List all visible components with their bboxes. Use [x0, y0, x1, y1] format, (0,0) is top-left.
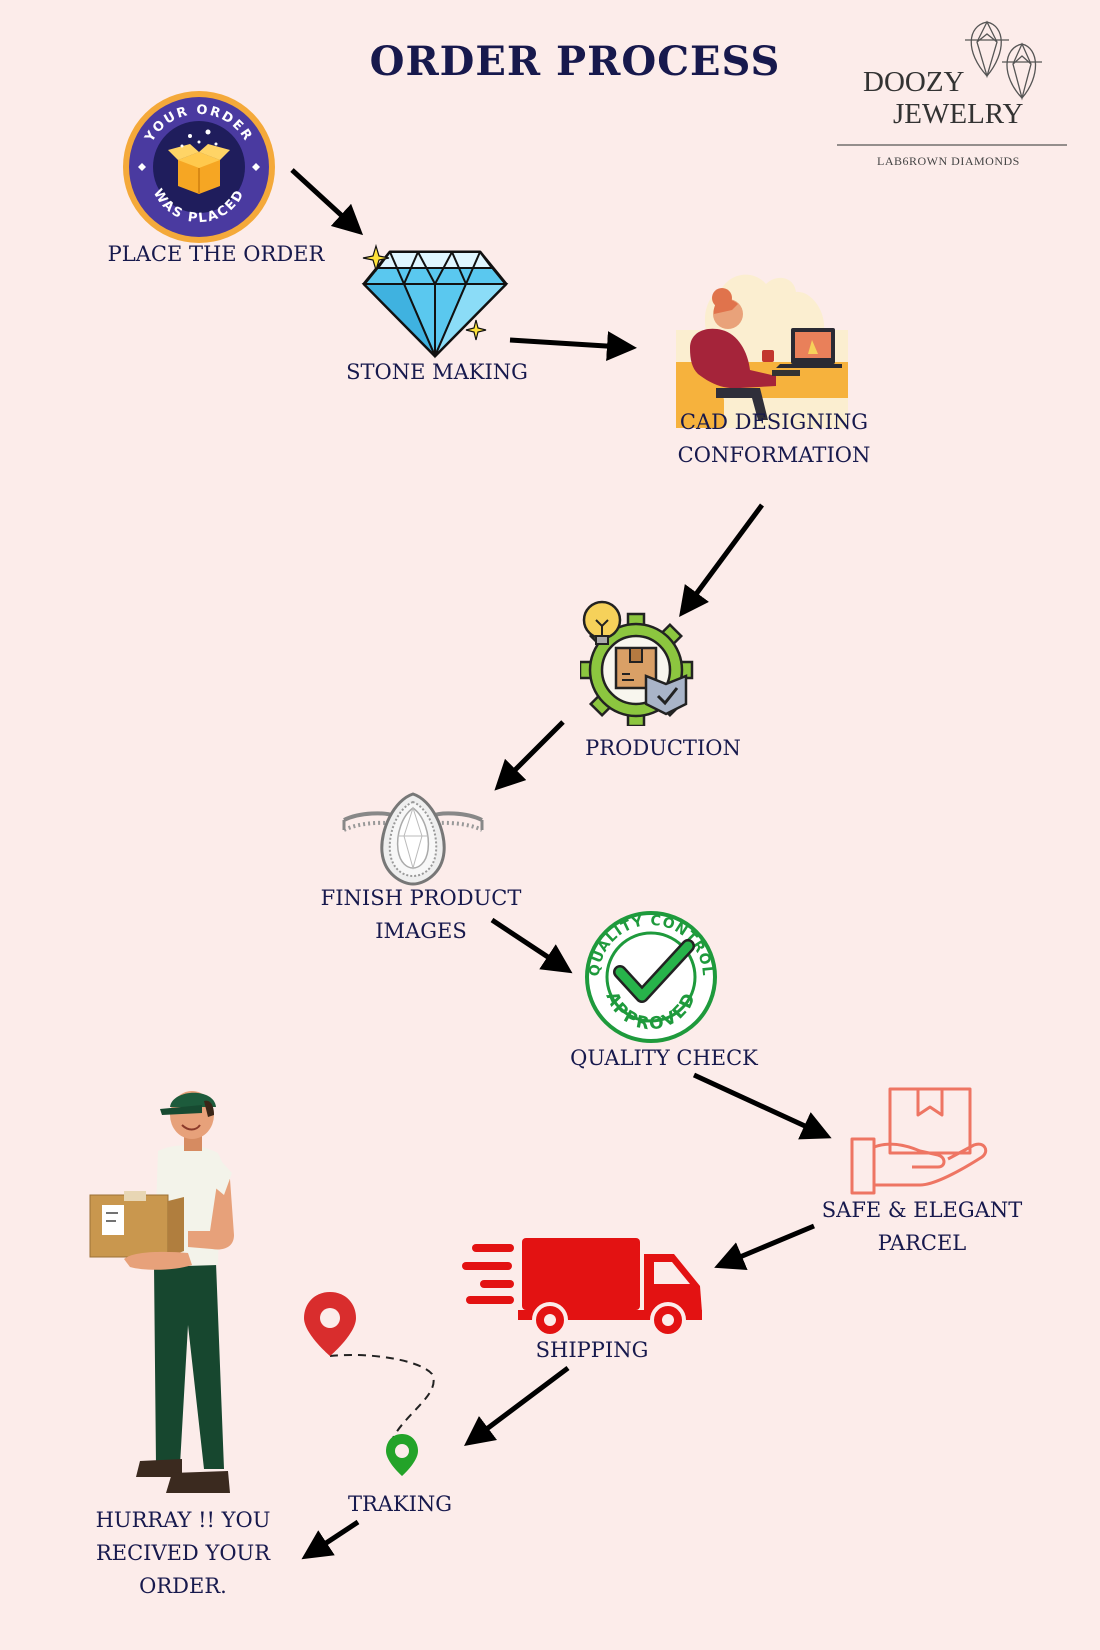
step-label-finish-product-line2: IMAGES: [375, 919, 467, 943]
delivery-man-icon: [89, 1091, 234, 1493]
step-label-tracking: TRAKING: [347, 1492, 453, 1516]
order-placed-badge-icon: YOUR ORDER WAS PLACED: [123, 91, 275, 243]
step-label-received-line2: RECIVED YOUR: [95, 1541, 271, 1565]
step-label-place-order: PLACE THE ORDER: [107, 242, 325, 266]
arrow-9: [301, 1519, 360, 1560]
step-label-quality-check: QUALITY CHECK: [570, 1046, 758, 1070]
quality-approved-icon: QUALITY CONTROL APPROVED: [585, 911, 717, 1043]
red-location-pin-icon: [304, 1292, 356, 1356]
parcel-hand-icon: [850, 1087, 988, 1195]
arrow-3: [679, 503, 765, 618]
step-label-cad-designing-line1: CAD DESIGNING: [679, 410, 869, 434]
page-title: ORDER PROCESS: [369, 38, 781, 85]
step-label-parcel-line2: PARCEL: [877, 1231, 967, 1255]
tracking-route-icon: [304, 1292, 435, 1476]
step-label-received-line1: HURRAY !! YOU: [95, 1508, 271, 1532]
delivery-truck-icon: [462, 1238, 702, 1338]
ring-icon: [342, 792, 484, 886]
production-gear-icon: [580, 600, 694, 726]
arrow-4: [494, 720, 565, 791]
step-label-finish-product-line1: FINISH PRODUCT: [320, 886, 522, 910]
brand-tagline: LAB6ROWN DIAMONDS: [877, 154, 1020, 168]
step-label-cad-designing-line2: CONFORMATION: [677, 443, 871, 467]
arrow-1: [290, 168, 364, 236]
arrow-5: [490, 917, 573, 974]
step-label-stone-making: STONE MAKING: [346, 360, 528, 384]
diamond-icon: [361, 243, 509, 359]
brand-name-line1: DOOZY: [863, 66, 965, 98]
step-label-received-line3: ORDER.: [139, 1574, 227, 1598]
green-location-pin-icon: [386, 1434, 418, 1476]
step-label-parcel-line1: SAFE & ELEGANT: [821, 1198, 1023, 1222]
brand-logo: DOOZY JEWELRY LAB6ROWN DIAMONDS: [835, 14, 1075, 174]
arrow-6: [692, 1072, 832, 1140]
arrow-7: [714, 1223, 815, 1271]
step-label-shipping: SHIPPING: [535, 1338, 649, 1362]
brand-name-line2: JEWELRY: [893, 98, 1024, 130]
arrow-2: [509, 331, 637, 362]
step-label-production: PRODUCTION: [585, 736, 741, 760]
arrow-8: [464, 1366, 570, 1446]
diamond-logo-icon: [837, 20, 1067, 146]
cad-designer-icon: [676, 274, 848, 428]
